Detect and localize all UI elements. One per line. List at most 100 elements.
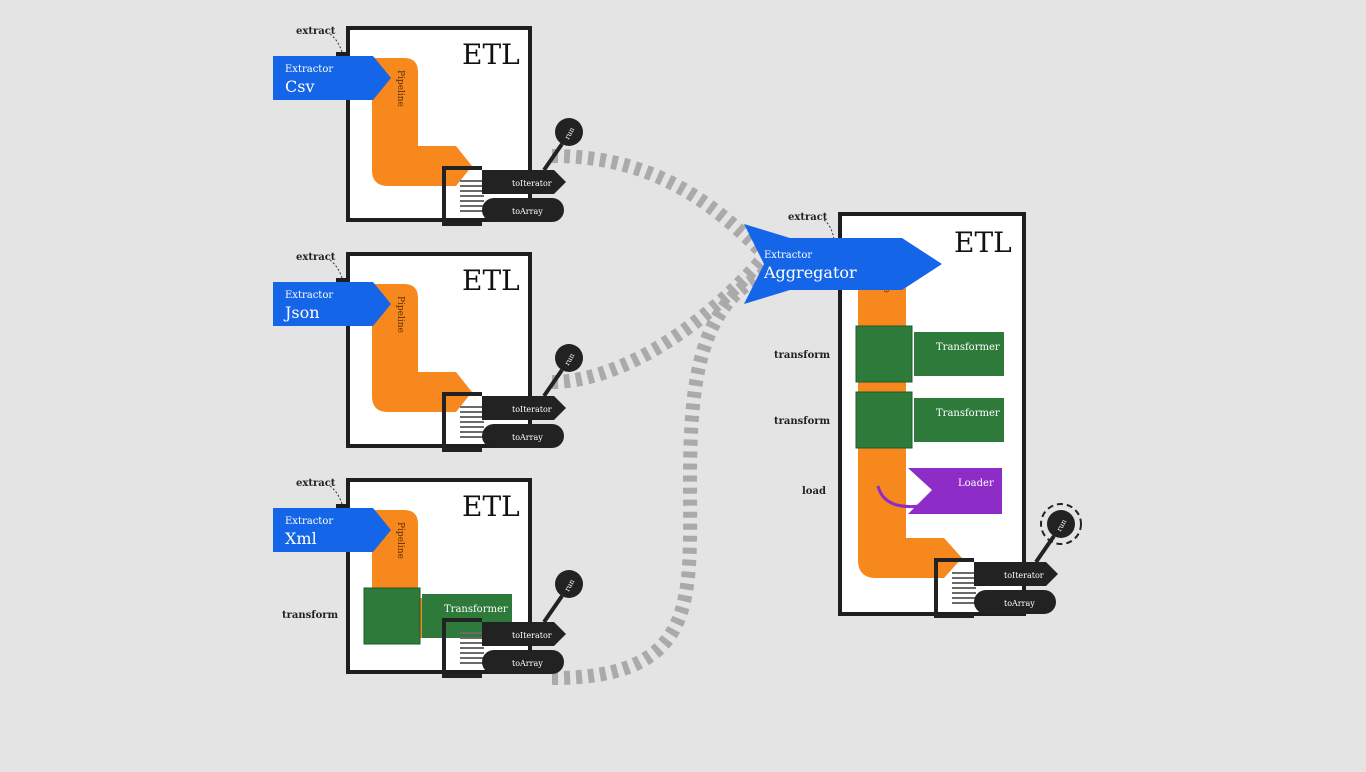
json-connector-comb	[460, 416, 484, 418]
extract-pointer	[329, 33, 343, 53]
json-connector-bottom	[442, 448, 482, 452]
json-to-iterator-plug[interactable]	[482, 396, 566, 420]
csv-connector-comb	[460, 195, 484, 197]
extractor-xml-extractor-name: Xml	[285, 529, 317, 548]
csv-connector-top	[442, 166, 482, 170]
csv-run-stem	[542, 142, 564, 172]
extract-label: extract	[788, 212, 828, 223]
aggregator-connector-bottom	[934, 614, 974, 618]
extractor-json-extractor-shape[interactable]	[273, 282, 391, 326]
aggregator-2-transformer-block	[855, 391, 913, 449]
csv-connector-comb	[460, 200, 484, 202]
xml-connector-bottom	[442, 674, 482, 678]
csv-run-button[interactable]	[555, 118, 583, 146]
aggregator-connector-comb	[952, 592, 976, 594]
xml-connector-comb	[460, 652, 484, 654]
csv-to-array-label: toArray	[512, 207, 543, 216]
extractor-aggregator-extractor-shape[interactable]	[744, 224, 942, 304]
pipeline	[372, 284, 472, 412]
aggregator-1-transformer[interactable]	[914, 332, 1004, 376]
aggregator-to-array-label: toArray	[1004, 599, 1035, 608]
etl-title: ETL	[462, 38, 520, 71]
aggregator-connector-bar	[934, 558, 938, 618]
xml-connector-comb	[460, 657, 484, 659]
pipeline-label: Pipeline	[395, 296, 405, 333]
aggregator-run-button[interactable]	[1047, 510, 1075, 538]
loader[interactable]	[908, 468, 1002, 514]
csv-connector-comb	[460, 210, 484, 212]
extractor-json-extractor-kind: Extractor	[285, 290, 333, 301]
xml-connector-comb	[460, 647, 484, 649]
csv-connector-bottom	[442, 222, 482, 226]
etl-aggregator: ETLextractPipelineExtractorAggregatorTra…	[744, 212, 1082, 618]
json-to-array-label: toArray	[512, 433, 543, 442]
pipeline	[858, 240, 962, 578]
cable-xml-to-aggregator	[551, 265, 773, 685]
json-to-array-plug[interactable]	[482, 424, 564, 448]
xml-connector-bar	[442, 618, 446, 678]
etl-title: ETL	[954, 226, 1012, 259]
pipeline-label: Pipeline	[395, 70, 405, 107]
aggregator-1-transformer-label: Transformer	[936, 342, 1000, 353]
loader-label: Loader	[958, 478, 994, 489]
aggregator-connector-comb	[952, 597, 976, 599]
extractor-csv-extractor-name: Csv	[285, 77, 315, 96]
aggregator-2-transformer-label: Transformer	[936, 408, 1000, 419]
aggregator-connector-top	[934, 558, 974, 562]
extractor-csv-extractor-shape[interactable]	[273, 56, 391, 100]
extract-port	[336, 52, 350, 58]
cable-json-to-aggregator	[551, 257, 766, 389]
cables-layer	[551, 149, 773, 685]
xml-run-button[interactable]	[555, 570, 583, 598]
csv-to-iterator-plug[interactable]	[482, 170, 566, 194]
aggregator-connector-comb	[952, 602, 976, 604]
extract-label: extract	[296, 26, 336, 37]
extractor-xml-extractor-kind: Extractor	[285, 516, 333, 527]
extractor-aggregator-extractor-kind: Extractor	[764, 250, 812, 261]
xml-transformer-label: Transformer	[444, 604, 508, 615]
xml-connector-comb	[460, 662, 484, 664]
json-run-stem	[542, 368, 564, 398]
json-to-iterator-label: toIterator	[512, 405, 552, 414]
csv-connector-comb	[460, 190, 484, 192]
extract-pointer	[329, 485, 343, 505]
json-run-button[interactable]	[555, 344, 583, 372]
csv-to-iterator-label: toIterator	[512, 179, 552, 188]
csv-connector-comb	[460, 205, 484, 207]
etl-json: ETLextractPipelineExtractorJsontoIterato…	[273, 252, 583, 452]
aggregator-2-transformer[interactable]	[914, 398, 1004, 442]
csv-connector-comb	[460, 185, 484, 187]
aggregator-to-iterator-plug[interactable]	[974, 562, 1058, 586]
aggregator-connector-comb	[952, 587, 976, 589]
extractor-aggregator-extractor-name: Aggregator	[763, 263, 857, 282]
extract-pointer	[823, 219, 835, 241]
extract-label: extract	[296, 478, 336, 489]
xml-connector-top	[442, 618, 482, 622]
pipeline	[372, 58, 472, 186]
csv-connector-comb	[460, 180, 484, 182]
transform-label: transform	[774, 350, 831, 361]
extractor-xml-extractor-shape[interactable]	[273, 508, 391, 552]
aggregator-connector-comb	[952, 582, 976, 584]
csv-to-array-plug[interactable]	[482, 198, 564, 222]
xml-to-array-plug[interactable]	[482, 650, 564, 674]
aggregator-run-highlight	[1040, 503, 1082, 545]
xml-connector-comb	[460, 632, 484, 634]
load-label: load	[802, 486, 826, 497]
extract-port	[336, 504, 350, 510]
xml-to-iterator-plug[interactable]	[482, 622, 566, 646]
aggregator-1-transformer-block	[855, 325, 913, 383]
json-connector-bar	[442, 392, 446, 452]
aggregator-connector-comb	[952, 572, 976, 574]
aggregator-to-array-plug[interactable]	[974, 590, 1056, 614]
json-connector-comb	[460, 426, 484, 428]
pipeline-label: Pipeline	[395, 522, 405, 559]
aggregator-run-stem	[1034, 534, 1056, 564]
csv-connector-bar	[442, 166, 446, 226]
xml-to-iterator-label: toIterator	[512, 631, 552, 640]
etl-title: ETL	[462, 490, 520, 523]
extract-port	[336, 278, 350, 284]
transform-label: transform	[282, 610, 339, 621]
json-connector-top	[442, 392, 482, 396]
xml-connector-comb	[460, 637, 484, 639]
